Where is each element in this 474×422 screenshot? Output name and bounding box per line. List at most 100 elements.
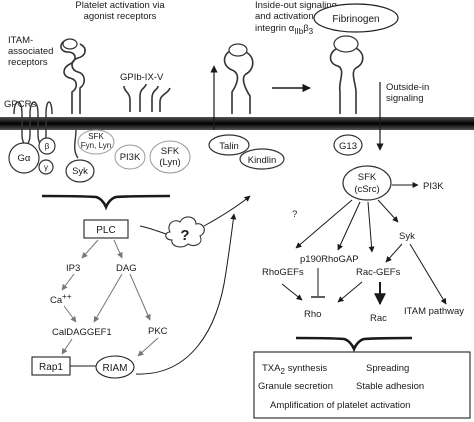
g-alpha-label: Gα — [18, 153, 31, 164]
inside-out-label-3: integrin αIIbβ3 — [255, 23, 314, 36]
sfk-csrc-shape — [342, 165, 392, 201]
g13-shape — [333, 134, 363, 156]
syk-right-label: Syk — [399, 231, 415, 242]
question-small-label: ? — [292, 209, 297, 220]
sfk-lyn-shape — [149, 140, 191, 174]
sfk-csrc-label-2: (cSrc) — [354, 184, 379, 195]
txa2-label: TXA2 synthesis — [262, 363, 327, 376]
sfk-lyn-label-1: SFK — [161, 146, 180, 157]
riam-to-talin-arrow — [135, 213, 237, 375]
dag-to-caldaggef1-arrow — [93, 273, 123, 323]
outside-in-label-2: signaling — [386, 93, 424, 104]
ca-text: Ca — [50, 295, 63, 306]
pi3k-left-label: PI3K — [120, 152, 141, 163]
inside-out-sub-iib: IIb — [294, 27, 303, 36]
g-gamma-label: γ — [44, 163, 48, 172]
sfk-to-rhogefs-arrow — [295, 199, 353, 249]
integrin-active-alpha — [329, 47, 343, 114]
gpcr-receptor — [13, 101, 53, 146]
sfk-csrc-label-1: SFK — [358, 172, 377, 183]
plc-to-cloud-line — [139, 225, 167, 235]
gpib-stem-2 — [139, 83, 147, 112]
g13-label: G13 — [339, 141, 357, 152]
inside-out-sub-3: 3 — [309, 27, 314, 36]
ip3-label: IP3 — [66, 263, 80, 274]
inside-out-label-3-prefix: integrin α — [255, 23, 295, 34]
g-beta-label: β — [45, 142, 50, 151]
gpib-stem-3 — [151, 85, 159, 112]
rho-label: Rho — [304, 309, 321, 320]
g-gamma-shape — [38, 159, 54, 175]
itam-receptor-tail — [74, 129, 79, 159]
integrin-inactive-head — [228, 43, 248, 57]
rac-label: Rac — [370, 313, 387, 324]
rhogefs-to-rho-arrow — [281, 283, 303, 301]
plc-to-dag-arrow — [113, 239, 123, 259]
stable-adhesion-label: Stable adhesion — [356, 381, 424, 392]
sfk-to-syk-arrow — [377, 199, 399, 223]
plc-to-ip3-arrow — [81, 239, 99, 259]
ca-label: Ca++ — [50, 292, 72, 306]
inside-out-label-1: Inside-out signaling — [255, 0, 337, 11]
spreading-label: Spreading — [366, 363, 409, 374]
fibrinogen-label: Fibrinogen — [332, 14, 379, 25]
txa2-prefix: TXA — [262, 363, 281, 374]
sfk-fyn-lyn-shape — [77, 129, 115, 155]
sfk-to-p190-arrow — [337, 201, 361, 251]
gpib-stem-1 — [123, 85, 131, 112]
plasma-membrane — [0, 117, 474, 130]
itam-receptor-coil-1 — [60, 39, 78, 114]
platelet-activation-label-2: agonist receptors — [84, 11, 157, 22]
talin-shape — [208, 134, 250, 156]
itam-label-2: associated — [8, 46, 53, 57]
gpib-label: GPIb-IX-V — [120, 72, 164, 83]
pkc-label: PKC — [148, 326, 168, 337]
itam-label-3: receptors — [8, 57, 48, 68]
racgefs-to-rho-arrow — [337, 281, 363, 303]
ca-to-caldaggef1-arrow — [63, 305, 77, 323]
kindlin-label: Kindlin — [248, 155, 277, 166]
g-alpha-shape — [8, 142, 40, 174]
gpib-stem-4 — [159, 87, 171, 112]
outside-in-label-1: Outside-in — [386, 82, 429, 93]
integrin-inactive-beta — [242, 51, 254, 114]
ip3-to-ca-arrow — [61, 273, 75, 291]
itam-receptor-coil-2 — [71, 43, 86, 114]
rhogefs-label: RhoGEFs — [262, 267, 304, 278]
syk-to-itam-arrow — [409, 243, 447, 305]
sfk-fyn-lyn-label-1: SFK — [88, 132, 104, 141]
talin-label: Talin — [219, 141, 239, 152]
outcomes-box — [253, 351, 471, 419]
riam-label: RIAM — [103, 363, 128, 374]
sfk-fyn-lyn-label-2: Fyn, Lyn — [81, 141, 111, 150]
itam-label-1: ITAM- — [8, 35, 33, 46]
p190rhogap-label: p190RhoGAP — [300, 254, 359, 265]
dag-to-pkc-arrow — [129, 273, 151, 321]
unknown-mediator-question: ? — [180, 227, 189, 244]
caldaggef1-to-rap1-arrow — [61, 338, 73, 355]
left-receptors-brace — [41, 194, 171, 211]
pi3k-right-label: PI3K — [423, 181, 444, 192]
ca-superscript: ++ — [62, 292, 72, 301]
racgefs-label: Rac-GEFs — [356, 267, 401, 278]
kindlin-shape — [239, 148, 285, 170]
sfk-to-racgefs-arrow — [367, 201, 375, 253]
riam-shape — [95, 355, 135, 379]
rap1-label: Rap1 — [39, 362, 63, 373]
integrin-active-beta — [352, 47, 364, 114]
integrin-inactive-alpha — [223, 49, 239, 114]
txa2-suffix: synthesis — [285, 363, 327, 374]
syk-to-racgefs-arrow — [385, 243, 403, 263]
inside-out-label-2: and activation of — [255, 11, 325, 22]
plc-box — [83, 219, 129, 239]
plc-label: PLC — [96, 225, 115, 236]
pi3k-left-shape — [114, 144, 146, 170]
platelet-activation-label-1: Platelet activation via — [75, 0, 165, 11]
txa2-sub: 2 — [280, 367, 285, 376]
cloud-to-talin-arrow — [203, 195, 251, 227]
syk-left-shape — [65, 159, 95, 183]
granule-label: Granule secretion — [258, 381, 333, 392]
inside-out-beta: β — [303, 23, 309, 34]
